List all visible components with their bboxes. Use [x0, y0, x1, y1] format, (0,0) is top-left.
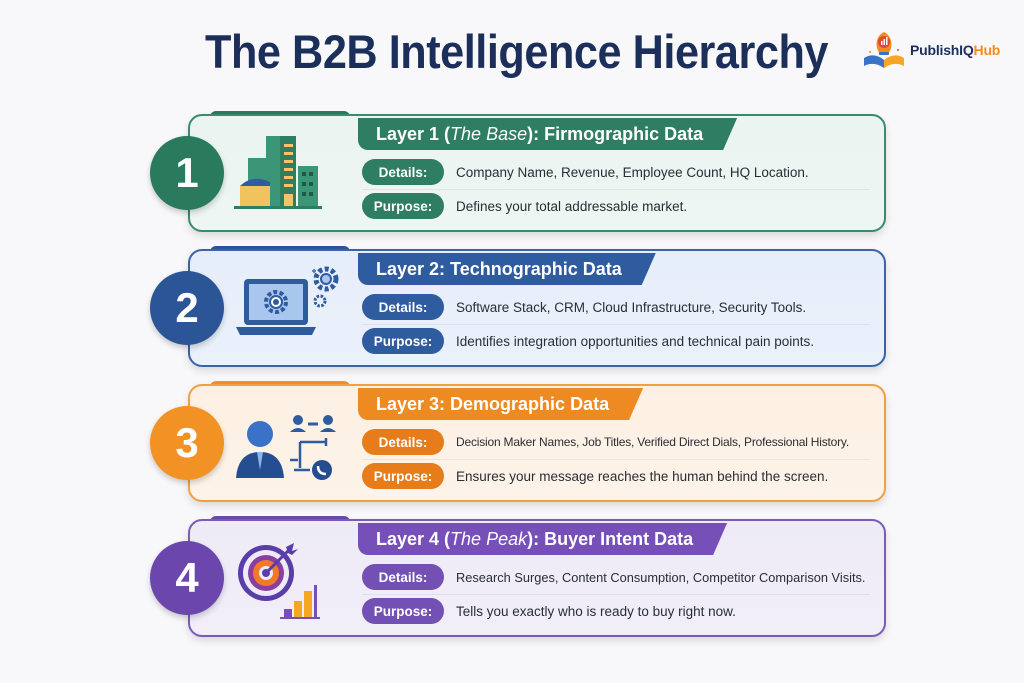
layer-3-card: 3 Layer 3: Demographic Data Details: Dec…: [150, 381, 890, 506]
purpose-row: Purpose: Ensures your message reaches th…: [362, 462, 870, 490]
purpose-label: Purpose:: [362, 463, 444, 489]
details-row: Details: Research Surges, Content Consum…: [362, 563, 870, 595]
layer-1-card: 1 Layer 1 (The Base): Firmographic Data …: [150, 111, 890, 236]
layer-title: Layer 4 (The Peak): Buyer Intent Data: [358, 523, 727, 555]
details-value: Software Stack, CRM, Cloud Infrastructur…: [456, 299, 807, 315]
purpose-label: Purpose:: [362, 328, 444, 354]
details-value: Company Name, Revenue, Employee Count, H…: [456, 164, 809, 180]
purpose-row: Purpose: Defines your total addressable …: [362, 192, 870, 220]
purpose-value: Ensures your message reaches the human b…: [456, 468, 829, 484]
details-value: Research Surges, Content Consumption, Co…: [456, 569, 866, 585]
details-row: Details: Company Name, Revenue, Employee…: [362, 158, 870, 190]
target-chart-icon: [230, 535, 342, 623]
details-row: Details: Decision Maker Names, Job Title…: [362, 428, 870, 460]
book-rocket-icon: [864, 32, 904, 68]
laptop-gears-icon: [230, 265, 342, 353]
layer-title: Layer 3: Demographic Data: [358, 388, 643, 420]
purpose-row: Purpose: Tells you exactly who is ready …: [362, 597, 870, 625]
layer-number-badge: 2: [150, 271, 224, 345]
layer-number-badge: 3: [150, 406, 224, 480]
page-title: The B2B Intelligence Hierarchy: [205, 25, 828, 78]
purpose-value: Defines your total addressable market.: [456, 198, 688, 214]
layer-title: Layer 1 (The Base): Firmographic Data: [358, 118, 737, 150]
purpose-label: Purpose:: [362, 598, 444, 624]
logo-text: PublishIQHub: [910, 42, 1001, 58]
details-label: Details:: [362, 159, 444, 185]
buildings-icon: [230, 130, 342, 218]
layer-4-card: 4 Layer 4 (The Peak): Buyer Intent Data …: [150, 516, 890, 641]
purpose-label: Purpose:: [362, 193, 444, 219]
purpose-value: Identifies integration opportunities and…: [456, 333, 814, 349]
details-label: Details:: [362, 564, 444, 590]
layer-2-card: 2 Layer 2: Technographic Data Details: S…: [150, 246, 890, 371]
details-label: Details:: [362, 429, 444, 455]
publishiqhub-logo: PublishIQHub: [862, 30, 1000, 70]
person-network-icon: [230, 400, 342, 488]
layer-number-badge: 4: [150, 541, 224, 615]
details-row: Details: Software Stack, CRM, Cloud Infr…: [362, 293, 870, 325]
purpose-value: Tells you exactly who is ready to buy ri…: [456, 603, 736, 619]
layer-number-badge: 1: [150, 136, 224, 210]
purpose-row: Purpose: Identifies integration opportun…: [362, 327, 870, 355]
details-value: Decision Maker Names, Job Titles, Verifi…: [456, 435, 849, 449]
layer-title: Layer 2: Technographic Data: [358, 253, 656, 285]
details-label: Details:: [362, 294, 444, 320]
